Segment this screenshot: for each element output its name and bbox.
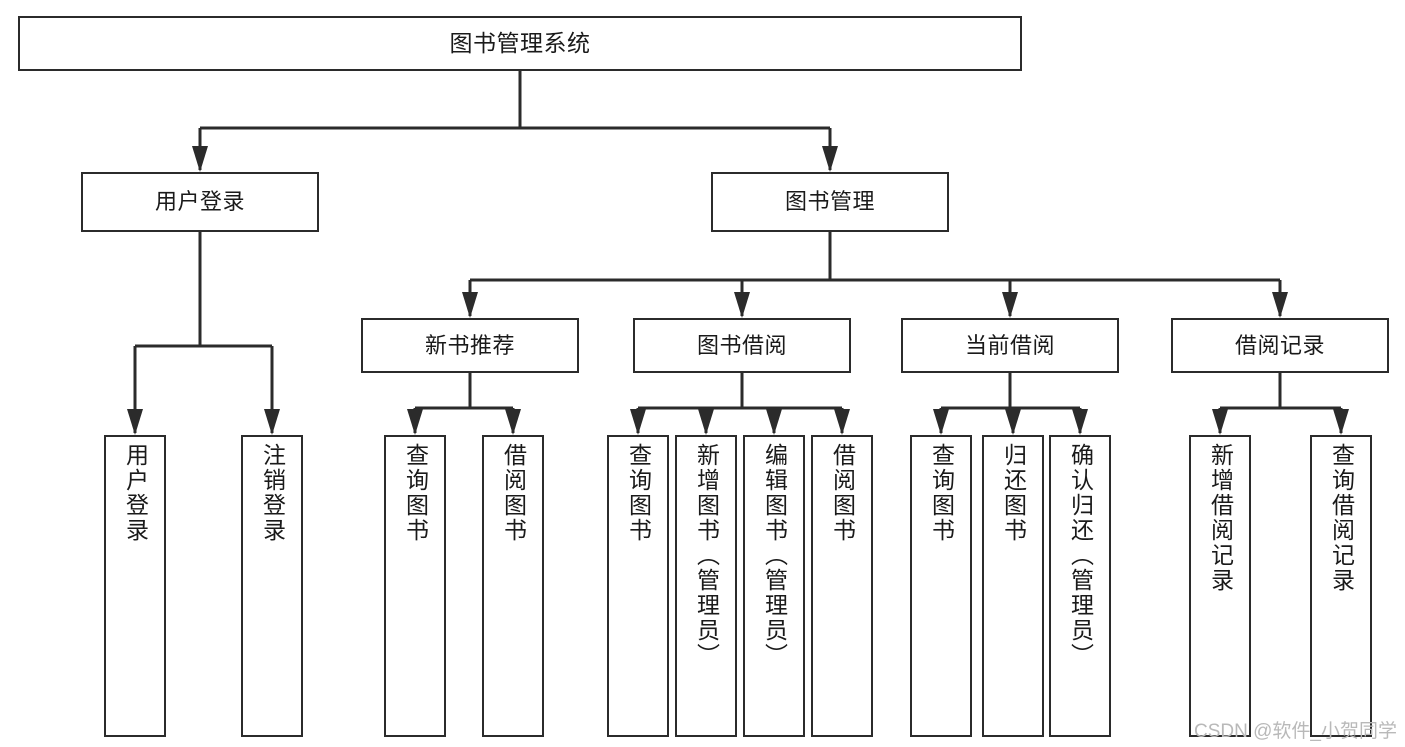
arrowhead-icon (834, 409, 850, 435)
node-l-user-logout[interactable]: 注销登录 (241, 435, 303, 737)
node-l-bw-add[interactable]: 新增图书（管理员） (675, 435, 737, 737)
watermark: CSDN @软件_小贺同学 (1194, 721, 1397, 742)
node-label: 注销登录 (259, 443, 286, 543)
node-label: 用户登录 (122, 443, 149, 543)
node-label: 查询图书 (402, 443, 429, 543)
node-l-bw-query[interactable]: 查询图书 (607, 435, 669, 737)
arrowhead-icon (462, 292, 478, 318)
node-l-user-login[interactable]: 用户登录 (104, 435, 166, 737)
arrowhead-icon (1002, 292, 1018, 318)
node-label: 图书管理 (784, 189, 875, 215)
node-label: 新书推荐 (424, 332, 515, 358)
node-l-cb-query[interactable]: 查询图书 (910, 435, 972, 737)
arrowhead-icon (505, 409, 521, 435)
node-label: 借阅图书 (500, 443, 527, 543)
node-label: 当前借阅 (964, 332, 1055, 358)
node-l-bw-borrow[interactable]: 借阅图书 (811, 435, 873, 737)
arrowhead-icon (1333, 409, 1349, 435)
arrowhead-icon (1212, 409, 1228, 435)
node-label: 新增借阅记录 (1207, 443, 1234, 593)
node-label: 编辑图书（管理员） (761, 443, 788, 668)
arrowhead-icon (264, 409, 280, 435)
node-label: 归还图书 (1000, 443, 1027, 543)
node-root[interactable]: 图书管理系统 (18, 16, 1022, 71)
arrowhead-icon (933, 409, 949, 435)
node-borrow[interactable]: 图书借阅 (633, 318, 851, 373)
node-label: 用户登录 (154, 189, 245, 215)
node-label: 查询图书 (928, 443, 955, 543)
arrowhead-icon (698, 409, 714, 435)
node-label: 图书管理系统 (449, 30, 591, 57)
node-l-nb-borrow[interactable]: 借阅图书 (482, 435, 544, 737)
arrowhead-icon (1005, 409, 1021, 435)
node-label: 确认归还（管理员） (1067, 443, 1094, 668)
arrowhead-icon (630, 409, 646, 435)
node-current[interactable]: 当前借阅 (901, 318, 1119, 373)
node-newbook[interactable]: 新书推荐 (361, 318, 579, 373)
arrowhead-icon (1272, 292, 1288, 318)
node-label: 查询图书 (625, 443, 652, 543)
node-label: 借阅记录 (1234, 332, 1325, 358)
node-login[interactable]: 用户登录 (81, 172, 319, 232)
node-bookmgmt[interactable]: 图书管理 (711, 172, 949, 232)
arrowhead-icon (822, 146, 838, 172)
arrowhead-icon (1072, 409, 1088, 435)
node-records[interactable]: 借阅记录 (1171, 318, 1389, 373)
arrowhead-icon (127, 409, 143, 435)
node-l-rc-query[interactable]: 查询借阅记录 (1310, 435, 1372, 737)
node-l-cb-return[interactable]: 归还图书 (982, 435, 1044, 737)
arrowhead-icon (192, 146, 208, 172)
arrowhead-icon (734, 292, 750, 318)
node-label: 借阅图书 (829, 443, 856, 543)
node-l-rc-add[interactable]: 新增借阅记录 (1189, 435, 1251, 737)
node-l-cb-confirm[interactable]: 确认归还（管理员） (1049, 435, 1111, 737)
node-l-bw-edit[interactable]: 编辑图书（管理员） (743, 435, 805, 737)
arrowhead-icon (407, 409, 423, 435)
node-label: 新增图书（管理员） (693, 443, 720, 668)
node-label: 查询借阅记录 (1328, 443, 1355, 593)
arrowhead-icon (766, 409, 782, 435)
node-l-nb-query[interactable]: 查询图书 (384, 435, 446, 737)
node-label: 图书借阅 (696, 332, 787, 358)
